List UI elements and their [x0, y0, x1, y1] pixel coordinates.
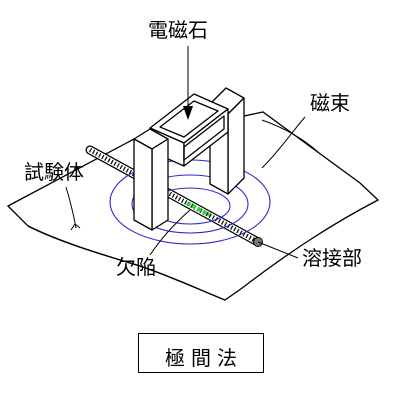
label-electromagnet: 電磁石: [148, 18, 208, 42]
leader-lines: [65, 46, 306, 259]
caption-box: 極間法: [138, 333, 264, 373]
label-defect: 欠陥: [116, 255, 156, 279]
weld-bead: [85, 145, 263, 247]
caption-text: 極間法: [165, 346, 243, 370]
defect-mark: [186, 201, 211, 217]
label-magnetic-flux: 磁束: [310, 91, 350, 115]
magnet-arrowhead: [183, 106, 193, 120]
label-test-specimen: 試験体: [24, 160, 84, 184]
electromagnet: [133, 87, 245, 231]
label-weld: 溶接部: [302, 246, 362, 270]
